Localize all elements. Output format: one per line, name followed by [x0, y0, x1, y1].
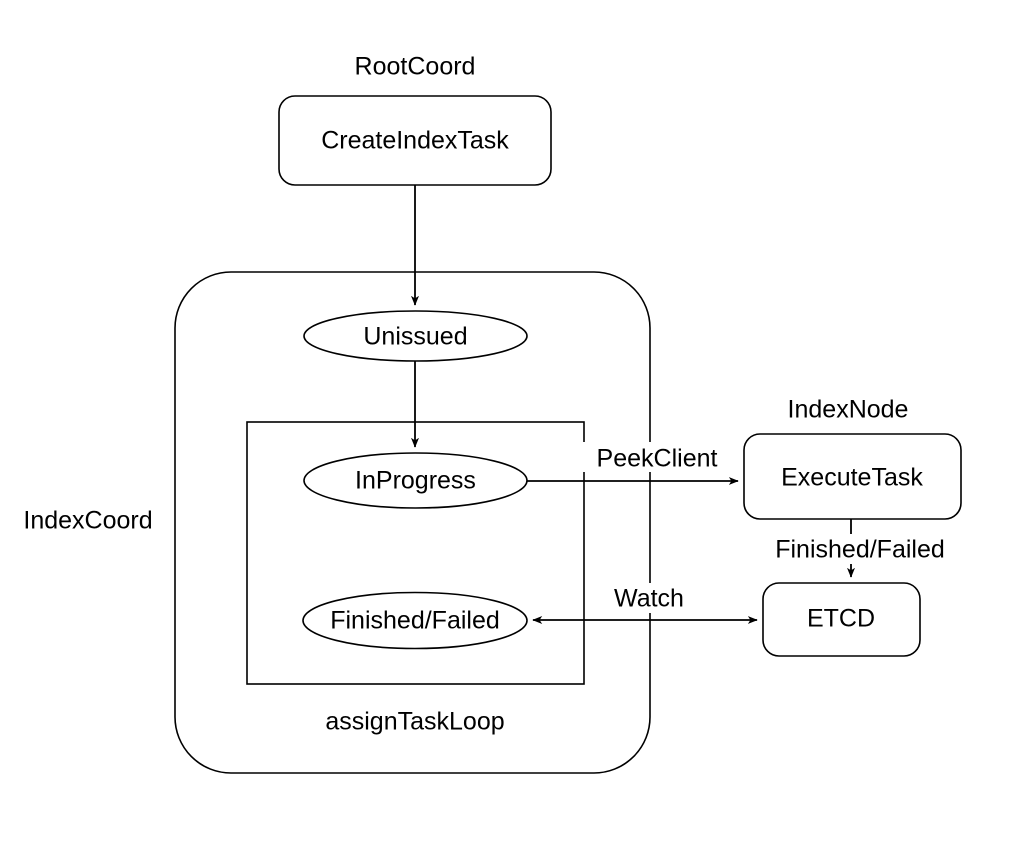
peekclient-label: PeekClient	[597, 445, 718, 473]
node-execute-task[interactable]: IndexNode ExecuteTask	[743, 396, 962, 520]
node-finished-failed[interactable]: Finished/Failed	[302, 591, 528, 650]
group-index-coord[interactable]: IndexCoord	[23, 271, 651, 774]
unissued-label: Unissued	[363, 323, 467, 351]
execute-task-box	[743, 433, 962, 520]
node-unissued[interactable]: Unissued	[303, 310, 528, 362]
edge-label-watch: Watch	[602, 583, 696, 613]
finished-failed-edge-label: Finished/Failed	[775, 536, 945, 564]
finished-failed-ellipse	[302, 591, 528, 650]
index-node-label: IndexNode	[788, 396, 909, 424]
create-index-task-label: CreateIndexTask	[321, 127, 509, 155]
node-in-progress[interactable]: InProgress	[303, 452, 528, 509]
edge-label-peekclient: PeekClient	[583, 442, 731, 473]
finished-failed-label: Finished/Failed	[330, 607, 500, 635]
in-progress-ellipse	[303, 452, 528, 509]
execute-task-label: ExecuteTask	[781, 464, 923, 492]
peekclient-label-bg	[583, 442, 731, 472]
etcd-label: ETCD	[807, 605, 875, 633]
node-etcd[interactable]: ETCD	[762, 582, 921, 657]
etcd-box	[762, 582, 921, 657]
finished-failed-edge-label-bg	[758, 534, 961, 564]
in-progress-label: InProgress	[355, 467, 476, 495]
create-index-task-box	[278, 95, 552, 186]
watch-label-bg	[602, 583, 696, 613]
unissued-ellipse	[303, 310, 528, 362]
index-coord-boundary	[174, 271, 651, 774]
index-coord-label: IndexCoord	[23, 507, 152, 535]
assign-task-loop-label: assignTaskLoop	[325, 708, 504, 736]
watch-label: Watch	[614, 585, 684, 613]
root-coord-label: RootCoord	[355, 53, 476, 81]
node-create-index-task[interactable]: RootCoord CreateIndexTask	[278, 53, 552, 186]
edge-label-finished-failed: Finished/Failed	[758, 534, 961, 564]
